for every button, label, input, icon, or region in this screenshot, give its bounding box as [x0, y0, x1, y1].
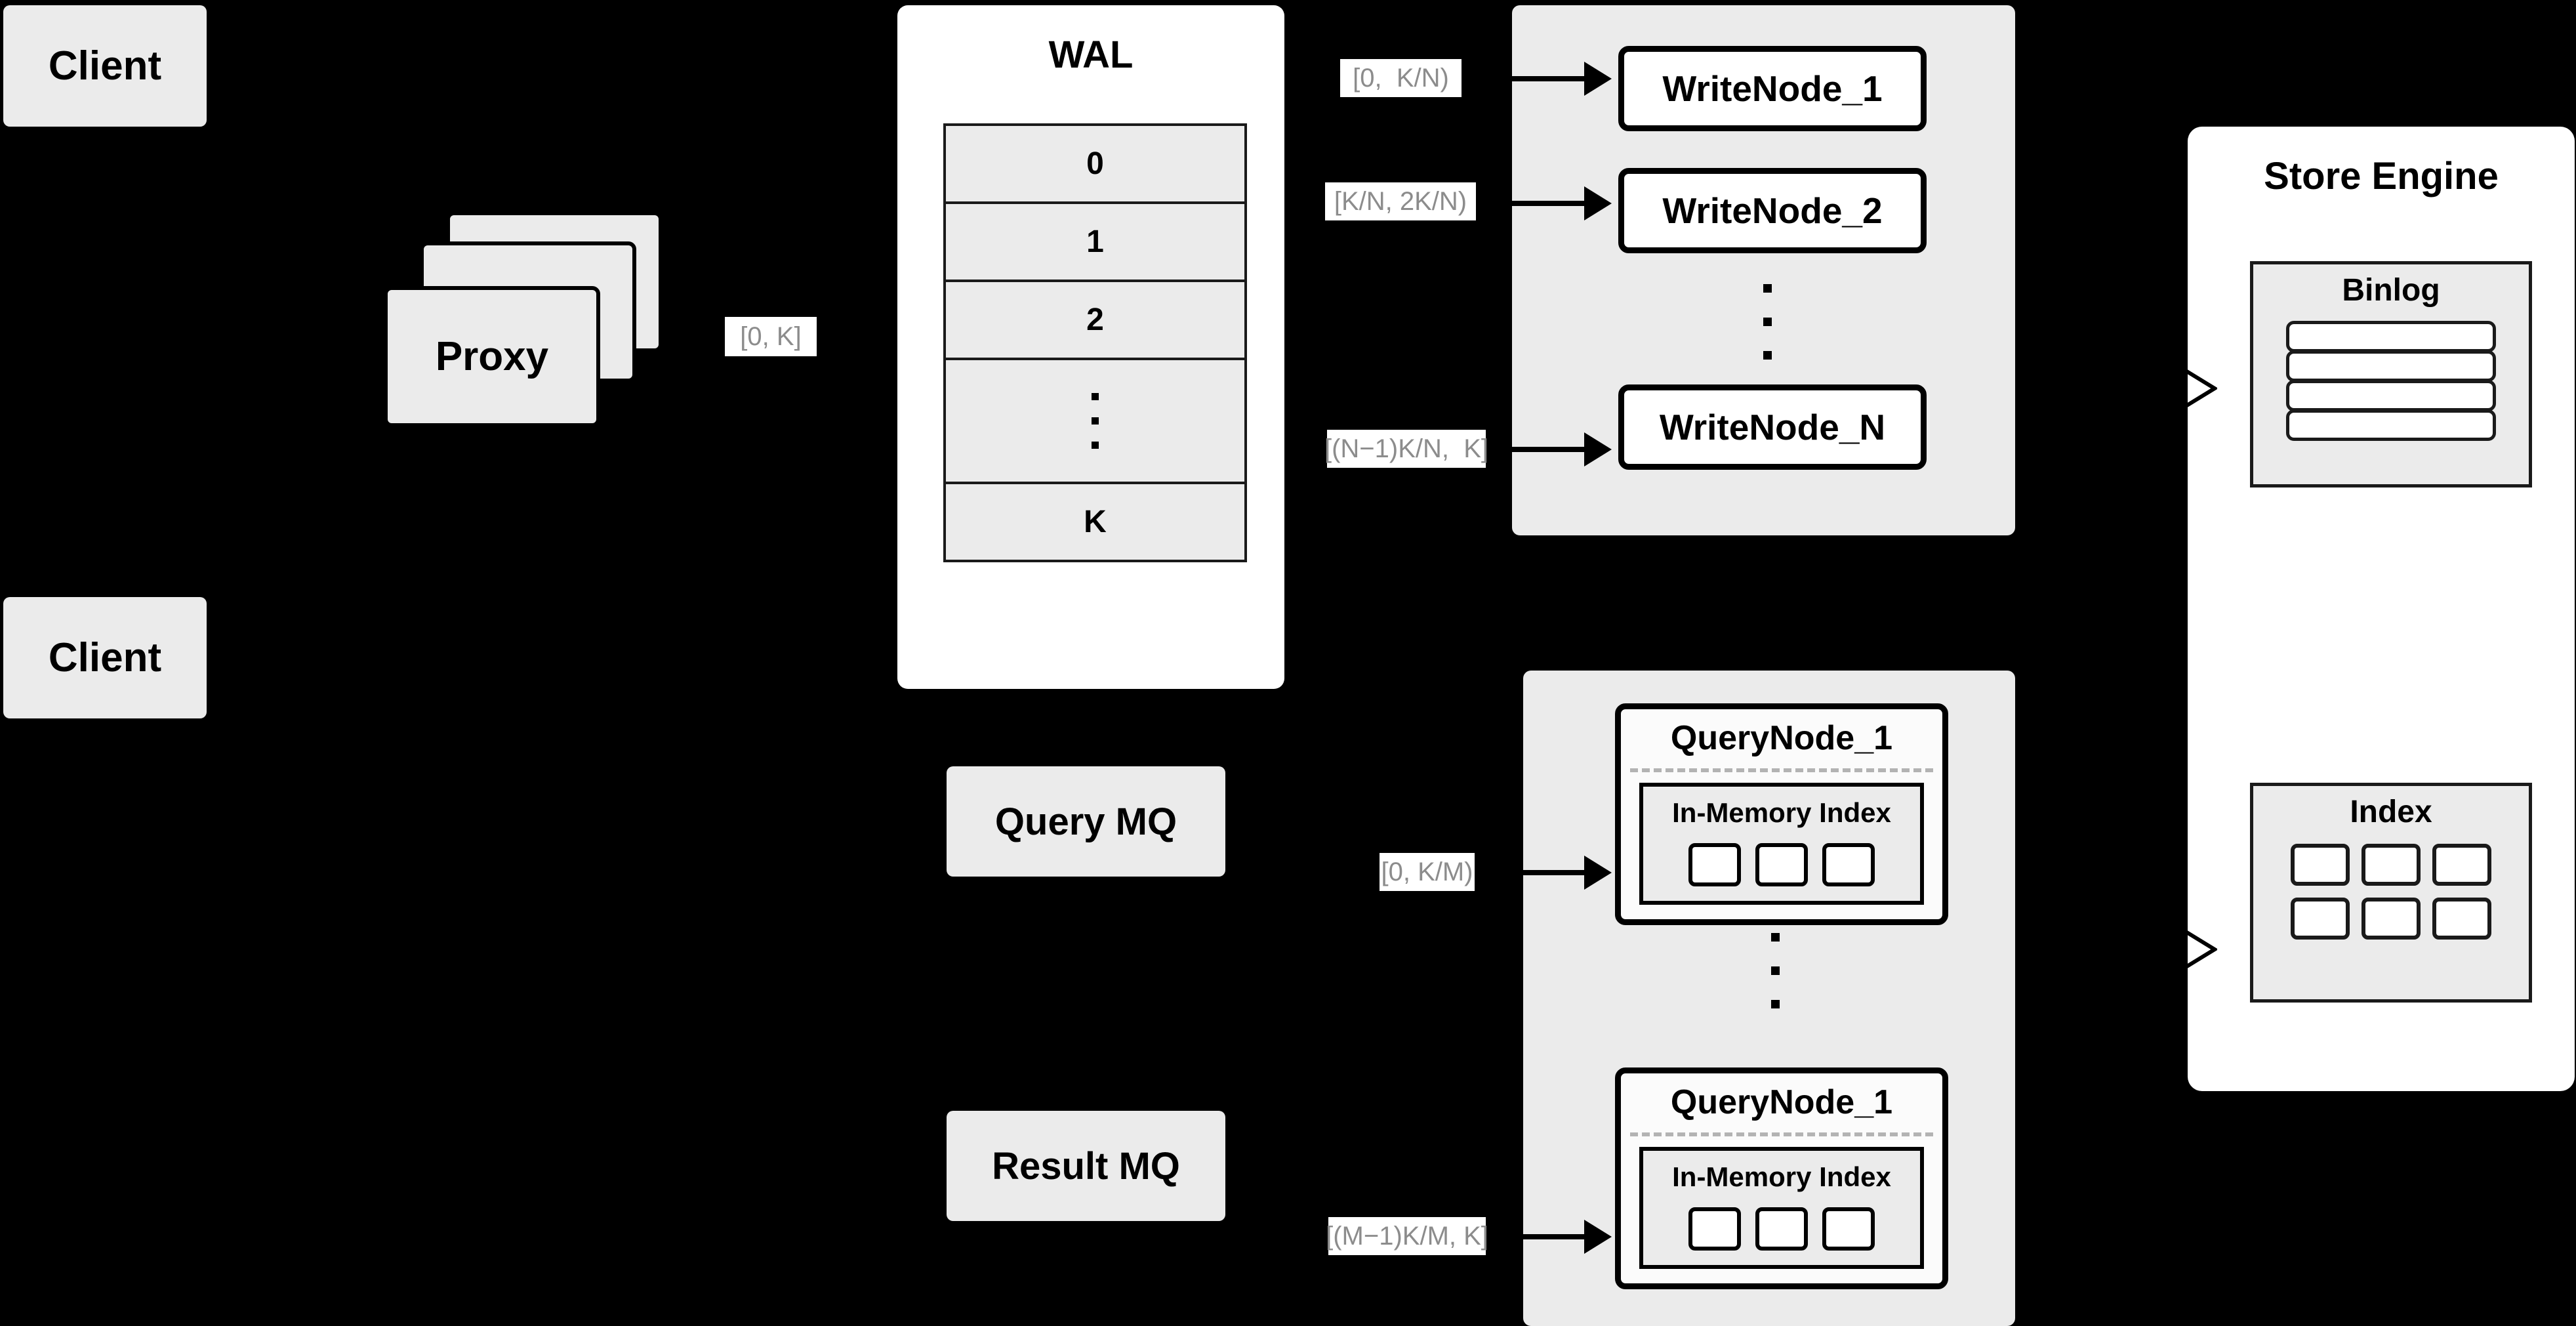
- client-box-2[interactable]: Client: [3, 597, 207, 718]
- wal-row: 1: [946, 204, 1244, 282]
- binlog-row: [2286, 321, 2496, 352]
- result-mq-box[interactable]: Result MQ: [947, 1111, 1225, 1221]
- ellipsis-dot: [1771, 1000, 1780, 1008]
- client-label: Client: [48, 43, 162, 89]
- arrow-line-to-binlog: [2155, 386, 2194, 390]
- binlog-title: Binlog: [2342, 273, 2440, 308]
- index-cell: [2432, 844, 2491, 886]
- in-memory-index-panel: In-Memory Index: [1639, 1147, 1924, 1269]
- querynode-separator: [1630, 768, 1933, 772]
- querynode-title: QueryNode_1: [1670, 1083, 1893, 1121]
- wal-row: K: [1084, 505, 1107, 539]
- ellipsis-dot: [1092, 442, 1099, 449]
- in-memory-index-title: In-Memory Index: [1672, 1161, 1891, 1192]
- writenode-label: WriteNode_N: [1659, 407, 1886, 447]
- querynode-ellipsis: [1771, 933, 1780, 1008]
- writenode-ellipsis: [1763, 284, 1772, 360]
- range-label-proxy-to-wal: [0, K]: [725, 317, 817, 356]
- ellipsis-dot: [1763, 318, 1772, 326]
- index-cell: [1822, 1207, 1875, 1251]
- index-cell: [2361, 898, 2421, 940]
- index-cell: [2432, 898, 2491, 940]
- range-label-writenode-n: [(N−1)K/N, K]: [1324, 430, 1488, 468]
- binlog-rows: [2286, 321, 2496, 441]
- index-cell: [1755, 843, 1808, 886]
- arrow-line-writenode-2: [1509, 201, 1587, 206]
- wal-title: WAL: [1048, 33, 1134, 76]
- writenode-1-box[interactable]: WriteNode_1: [1618, 46, 1927, 131]
- in-memory-index-cells: [1643, 843, 1920, 886]
- binlog-panel: Binlog: [2250, 261, 2532, 487]
- querynode-m-box[interactable]: QueryNode_1 In-Memory Index: [1615, 1067, 1948, 1289]
- index-cell: [2291, 898, 2350, 940]
- proxy-label: Proxy: [435, 334, 549, 379]
- range-label-querynode-m: [(M−1)K/M, K]: [1326, 1217, 1488, 1255]
- query-mq-label: Query MQ: [994, 800, 1177, 843]
- querynode-group: QueryNode_1 In-Memory Index QueryNode_1 …: [1523, 671, 2015, 1326]
- query-mq-box[interactable]: Query MQ: [947, 766, 1225, 877]
- binlog-row: [2286, 409, 2496, 441]
- ellipsis-dot: [1771, 966, 1780, 975]
- in-memory-index-panel: In-Memory Index: [1639, 783, 1924, 905]
- index-cell: [2361, 844, 2421, 886]
- writenode-label: WriteNode_1: [1662, 68, 1883, 109]
- arrow-head-writenode-2: [1584, 186, 1612, 220]
- wal-row: 0: [946, 126, 1244, 204]
- range-label-writenode-1: [0, K/N): [1340, 59, 1462, 97]
- ellipsis-dot: [1763, 351, 1772, 360]
- in-memory-index-cells: [1643, 1207, 1920, 1251]
- ellipsis-dot: [1771, 933, 1780, 942]
- index-cell: [1822, 843, 1875, 886]
- in-memory-index-title: In-Memory Index: [1672, 797, 1891, 828]
- index-cell: [1688, 1207, 1741, 1251]
- index-panel: Index: [2250, 783, 2532, 1003]
- wal-row-ellipsis: [946, 360, 1244, 484]
- arrow-head-writenode-n: [1584, 432, 1612, 466]
- ellipsis-dot: [1092, 417, 1099, 425]
- arrow-line-querynode-1: [1509, 870, 1587, 875]
- querynode-separator: [1630, 1132, 1933, 1136]
- querynode-1-box[interactable]: QueryNode_1 In-Memory Index: [1615, 703, 1948, 925]
- proxy-card-front[interactable]: Proxy: [384, 286, 600, 427]
- querynode-title: QueryNode_1: [1670, 719, 1893, 757]
- arrow-line-writenode-1: [1509, 76, 1587, 81]
- binlog-row: [2286, 380, 2496, 411]
- ellipsis-dot: [1092, 393, 1099, 400]
- index-cell: [1688, 843, 1741, 886]
- ellipsis-dot: [1763, 284, 1772, 293]
- writenode-n-box[interactable]: WriteNode_N: [1618, 384, 1927, 470]
- wal-panel: WAL 0 1 2 K: [897, 5, 1284, 689]
- binlog-row: [2286, 350, 2496, 382]
- wal-table: 0 1 2 K: [943, 123, 1247, 562]
- client-box-1[interactable]: Client: [3, 5, 207, 127]
- arrow-head-writenode-1: [1584, 62, 1612, 96]
- writenode-2-box[interactable]: WriteNode_2: [1618, 168, 1927, 253]
- index-cell: [1755, 1207, 1808, 1251]
- arrow-line-to-index: [2155, 947, 2194, 951]
- store-engine-panel: Store Engine Binlog Index: [2188, 127, 2575, 1091]
- arrow-line-writenode-n: [1509, 447, 1587, 452]
- index-grid: [2253, 844, 2529, 940]
- arrow-head-querynode-m: [1584, 1220, 1612, 1254]
- range-label-writenode-2: [K/N, 2K/N): [1325, 182, 1476, 220]
- range-label-querynode-1: [0, K/M): [1380, 853, 1475, 891]
- store-engine-title: Store Engine: [2264, 155, 2499, 197]
- result-mq-label: Result MQ: [992, 1144, 1180, 1188]
- writenode-label: WriteNode_2: [1662, 190, 1883, 231]
- arrow-head-querynode-1: [1584, 856, 1612, 890]
- index-title: Index: [2350, 795, 2432, 829]
- client-label: Client: [48, 635, 162, 680]
- index-cell: [2291, 844, 2350, 886]
- wal-row: 2: [946, 282, 1244, 360]
- arrow-line-querynode-m: [1509, 1234, 1587, 1239]
